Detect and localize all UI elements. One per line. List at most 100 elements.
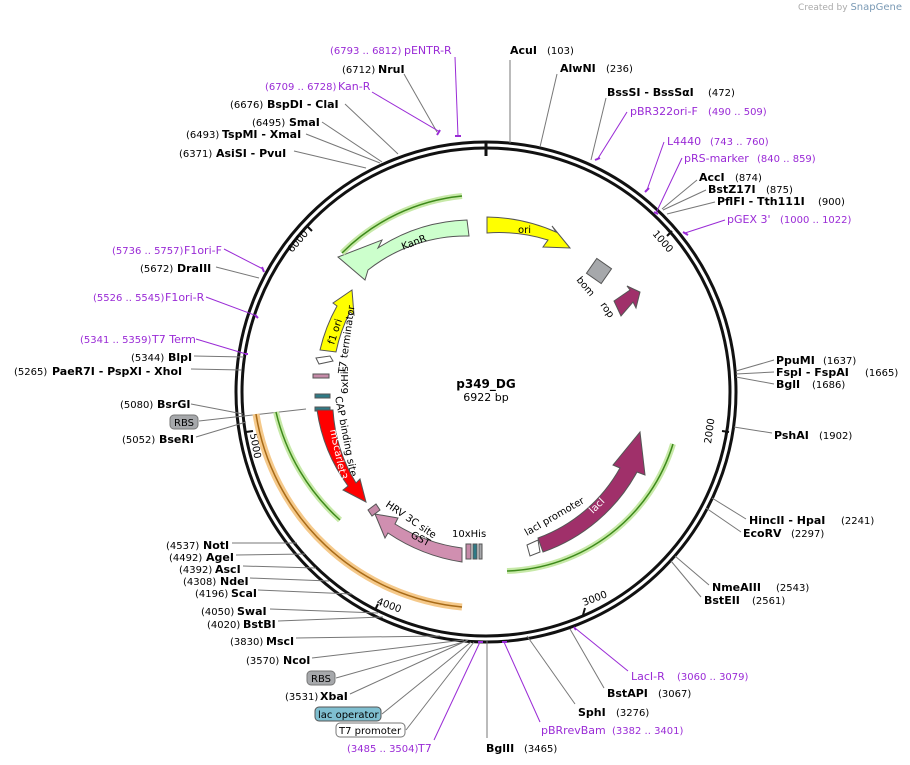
enzyme-sphi[interactable]: SphI (3276) xyxy=(526,635,649,719)
enzyme-alwni[interactable]: AlwNI (236) xyxy=(539,62,633,148)
feature-kanr[interactable]: KanR xyxy=(337,219,470,281)
enzyme-swai[interactable]: (4050) SwaI xyxy=(201,605,379,618)
svg-text:NcoI: NcoI xyxy=(283,654,310,667)
enzyme-pvui[interactable]: (6371) AsiSI - PvuI xyxy=(179,147,367,169)
orf-kanr-core xyxy=(341,195,463,254)
enzyme-xhoi[interactable]: (5265) PaeR7I - PspXI - XhoI xyxy=(14,365,243,378)
enzyme-nmeaiii[interactable]: NmeAIII (2543) xyxy=(674,555,809,594)
enzyme-bstapi[interactable]: BstAPI (3067) xyxy=(569,628,691,700)
feature-laci[interactable]: lacI xyxy=(537,430,646,553)
svg-text:SwaI: SwaI xyxy=(237,605,267,618)
enzyme-bsteii[interactable]: BstEII (2561) xyxy=(670,560,785,607)
enzyme-scai[interactable]: (4196) ScaI xyxy=(195,587,353,600)
enzyme-pflfi[interactable]: PflFI - Tth111I (900) xyxy=(666,195,845,215)
primer-l4440[interactable]: L4440 (743 .. 760) xyxy=(646,135,769,191)
svg-text:(3276): (3276) xyxy=(616,708,649,719)
feature-bom[interactable]: bom xyxy=(574,257,613,299)
svg-text:(2241): (2241) xyxy=(841,516,874,527)
svg-text:TspMI - XmaI: TspMI - XmaI xyxy=(222,128,301,141)
enzyme-draiii[interactable]: (5672) DraIII xyxy=(140,262,260,279)
t7-promoter-box[interactable]: T7 promoter xyxy=(335,641,475,738)
enzyme-msci[interactable]: (3830) MscI xyxy=(230,635,441,648)
svg-text:BstAPI: BstAPI xyxy=(607,687,648,700)
svg-text:DraIII: DraIII xyxy=(177,262,211,275)
svg-text:PpuMI: PpuMI xyxy=(776,354,815,367)
enzyme-clai[interactable]: (6676) BspDI - ClaI xyxy=(230,98,399,155)
svg-text:SmaI: SmaI xyxy=(289,116,320,129)
enzyme-hincii[interactable]: HincII - HpaI (2241) xyxy=(711,497,874,527)
feature-10xhis[interactable]: 10xHis xyxy=(452,529,486,560)
primer-t7-term[interactable]: (5341 .. 5359) T7 Term xyxy=(80,333,247,355)
enzyme-bsrgi[interactable]: (5080) BsrGI xyxy=(120,398,244,415)
enzyme-bglii[interactable]: BglII (3465) xyxy=(486,641,557,755)
svg-text:NdeI: NdeI xyxy=(220,575,249,588)
lac-operator-box[interactable]: lac operator xyxy=(314,641,472,722)
feature-rop[interactable]: rop xyxy=(598,285,641,320)
enzyme-asci[interactable]: (4392) AscI xyxy=(179,563,317,576)
primer-prs-marker[interactable]: pRS-marker (840 .. 859) xyxy=(655,152,816,214)
tick-2000: 2000 xyxy=(703,418,730,445)
svg-text:(4050): (4050) xyxy=(201,607,234,618)
feature-6xhis[interactable]: 6xHis xyxy=(312,366,351,394)
primer-f1ori-f[interactable]: (5736 .. 5757) F1ori-F xyxy=(112,244,264,270)
svg-text:ScaI: ScaI xyxy=(231,587,257,600)
tick-1000: 1000 xyxy=(650,229,675,255)
primer-f1ori-r[interactable]: (5526 .. 5545) F1ori-R xyxy=(93,291,258,317)
enzyme-ppumi[interactable]: PpuMI (1637) xyxy=(735,354,856,372)
primer-laci-r[interactable]: LacI-R (3060 .. 3079) xyxy=(574,627,749,683)
svg-text:pGEX 3': pGEX 3' xyxy=(727,213,771,226)
svg-text:RBS: RBS xyxy=(174,418,194,429)
svg-text:PaeR7I - PspXI - XhoI: PaeR7I - PspXI - XhoI xyxy=(52,365,182,378)
enzyme-agei[interactable]: (4492) AgeI xyxy=(169,551,306,564)
svg-text:HincII - HpaI: HincII - HpaI xyxy=(749,514,825,527)
primer-pbr322ori-f[interactable]: pBR322ori-F (490 .. 509) xyxy=(596,105,767,161)
enzyme-ncoi[interactable]: (3570) NcoI xyxy=(246,639,465,667)
tick-6000: 6000 xyxy=(286,225,313,255)
svg-text:bom: bom xyxy=(574,275,597,299)
rbs-box-lower[interactable]: RBS xyxy=(306,640,468,686)
svg-text:(5341 .. 5359): (5341 .. 5359) xyxy=(80,335,152,346)
feature-ori[interactable]: ori xyxy=(486,216,572,249)
enzyme-ecorv[interactable]: EcoRV (2297) xyxy=(705,507,824,540)
enzyme-nrui[interactable]: (6712) NruI xyxy=(342,63,438,133)
enzyme-blpi[interactable]: (5344) BlpI xyxy=(131,351,245,364)
enzyme-bsssi[interactable]: BssSI - BssSαI (472) xyxy=(590,86,735,161)
primer-pbrrevbam[interactable]: pBRrevBam (3382 .. 3401) xyxy=(503,641,684,737)
svg-text:BseRI: BseRI xyxy=(159,433,194,446)
svg-text:(4537): (4537) xyxy=(166,541,199,552)
enzyme-bseri[interactable]: (5052) BseRI xyxy=(122,421,247,446)
svg-text:2000: 2000 xyxy=(703,418,717,445)
enzyme-bstz17i[interactable]: BstZ17I (875) xyxy=(662,183,793,211)
enzyme-xmai[interactable]: (6493) TspMI - XmaI xyxy=(186,128,381,164)
primer-t7[interactable]: (3485 .. 3504) T7 xyxy=(347,641,481,755)
enzyme-pshai[interactable]: PshAI (1902) xyxy=(733,426,852,442)
svg-text:(6371): (6371) xyxy=(179,149,212,160)
svg-text:AsiSI - PvuI: AsiSI - PvuI xyxy=(216,147,286,160)
svg-text:BglI: BglI xyxy=(776,378,800,391)
orf-laci-core xyxy=(506,443,674,572)
primer-pentr-r[interactable]: (6793 .. 6812) pENTR-R xyxy=(330,44,459,137)
svg-text:pRS-marker: pRS-marker xyxy=(684,152,749,165)
enzyme-noti[interactable]: (4537) NotI xyxy=(166,539,297,552)
svg-text:BsrGI: BsrGI xyxy=(157,398,190,411)
enzyme-acui[interactable]: AcuI (103) xyxy=(509,44,574,143)
primer-kan-r[interactable]: (6709 .. 6728) Kan-R xyxy=(265,80,441,133)
svg-text:6000: 6000 xyxy=(286,229,311,255)
enzyme-smai[interactable]: (6495) SmaI xyxy=(252,116,383,163)
enzyme-fspi[interactable]: FspI - FspAI (1665) xyxy=(735,366,898,379)
svg-text:10xHis: 10xHis xyxy=(452,529,486,540)
enzyme-bgli[interactable]: BglI (1686) xyxy=(735,376,845,391)
enzyme-xbai[interactable]: (3531) XbaI xyxy=(285,639,469,703)
enzyme-bstbi[interactable]: (4020) BstBI xyxy=(207,616,384,631)
primer-pgex3[interactable]: pGEX 3' (1000 .. 1022) xyxy=(684,213,852,234)
svg-text:(3465): (3465) xyxy=(524,744,557,755)
enzyme-acci[interactable]: AccI (874) xyxy=(661,171,762,210)
rbs-box-upper[interactable]: RBS xyxy=(169,408,307,430)
svg-text:(6709 .. 6728): (6709 .. 6728) xyxy=(265,82,337,93)
svg-text:AlwNI: AlwNI xyxy=(560,62,596,75)
enzyme-ndei[interactable]: (4308) NdeI xyxy=(183,575,330,588)
svg-text:T7 Term: T7 Term xyxy=(151,333,196,346)
svg-text:(4392): (4392) xyxy=(179,565,212,576)
svg-text:SphI: SphI xyxy=(578,706,606,719)
